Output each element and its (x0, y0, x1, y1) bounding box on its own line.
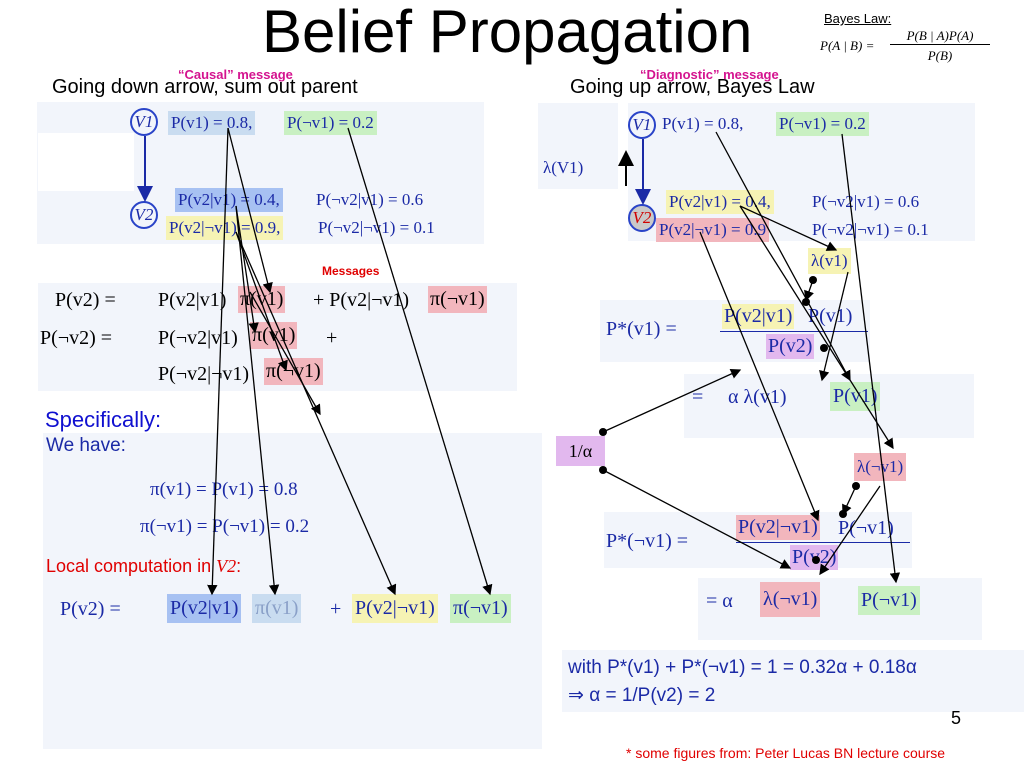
slide-title: Belief Propagation (262, 0, 753, 65)
final-term-b: π(v1) (252, 594, 302, 623)
right-lambda-panel (538, 103, 618, 189)
frac2-bar (736, 542, 910, 543)
local-colon: : (236, 556, 242, 576)
eq1-term-a: P(v2|v1) (158, 289, 227, 311)
lambda-v1-message: λ(v1) (808, 248, 851, 274)
pi-v1-equation: π(v1) = P(v1) = 0.8 (150, 479, 298, 500)
left-p-not-v2-given-not-v1: P(¬v2|¬v1) = 0.1 (318, 218, 435, 237)
alpha1-prefix: = (692, 386, 704, 408)
right-p-not-v1: P(¬v1) = 0.2 (776, 112, 869, 136)
pi-not-v1-equation: π(¬v1) = P(¬v1) = 0.2 (140, 516, 310, 537)
alpha2-prefix: = α (706, 590, 733, 612)
eq1-lhs: P(v2) = (55, 289, 116, 311)
bayes-denominator: P(B) (927, 48, 953, 63)
right-node-v1: V1 (628, 111, 656, 139)
page-number: 5 (951, 708, 962, 728)
pstar-not-v1-lhs: P*(¬v1) = (606, 530, 689, 552)
we-have-label: We have: (46, 435, 126, 456)
node-v1: V1 (130, 108, 158, 136)
graph-edges (137, 136, 651, 205)
final-term-a: P(v2|v1) (167, 594, 242, 623)
implies-line: ⇒ α = 1/P(v2) = 2 (568, 685, 716, 706)
eq2-plus: + (326, 327, 338, 349)
footnote: * some figures from: Peter Lucas BN lect… (626, 745, 946, 761)
pstar-v1-lhs: P*(v1) = (606, 318, 677, 340)
local-computation-label: Local computation in V2: (46, 556, 241, 577)
specifically-label: Specifically: (45, 407, 162, 432)
right-p-not-v2-given-v1: P(¬v2|v1) = 0.6 (812, 192, 920, 211)
local-computation-text: Local computation in (46, 556, 212, 576)
messages-label: Messages (322, 264, 380, 278)
alpha1-panel (684, 374, 974, 438)
left-flow-arrows (207, 127, 493, 596)
right-node-v2-observed: V2 (628, 204, 656, 232)
eq1-message-not-v1: π(¬v1) (428, 286, 487, 313)
connection-dots (599, 276, 860, 564)
left-panel-notch (38, 133, 134, 191)
frac1-bar (720, 331, 868, 332)
right-flow-arrows (602, 131, 901, 584)
lambda-not-v1-message: λ(¬v1) (854, 453, 907, 481)
frac2-num-a: P(v2|¬v1) (736, 515, 820, 540)
bayes-law-label: Bayes Law: (824, 11, 892, 26)
lambda-V1-label: λ(V1) (543, 158, 584, 177)
frac2-num-b: P(¬v1) (838, 517, 894, 539)
eq2-term-a: P(¬v2|v1) (158, 327, 238, 349)
with-line: with P*(v1) + P*(¬v1) = 1 = 0.32α + 0.18… (568, 657, 917, 678)
left-heading: Going down arrow, sum out parent (52, 76, 358, 98)
eq2-lhs: P(¬v2) = (40, 327, 113, 349)
left-p-not-v1: P(¬v1) = 0.2 (284, 111, 377, 135)
alpha2-term-a: λ(¬v1) (760, 582, 821, 617)
node-v2: V2 (130, 201, 158, 229)
right-p-v1: P(v1) = 0.8, (662, 114, 744, 133)
left-specific-panel (43, 433, 542, 749)
eq1-term-c: + P(v2|¬v1) (313, 289, 410, 311)
bayes-numerator: P(B | A)P(A) (890, 28, 990, 45)
alpha1-term-a: α λ(v1) (728, 386, 787, 408)
final-term-e: π(¬v1) (450, 594, 511, 623)
final-term-d: P(v2|¬v1) (352, 594, 438, 623)
left-p-v2-given-v1: P(v2|v1) = 0.4, (175, 188, 283, 212)
inverse-alpha-box: 1/α (556, 436, 605, 466)
diagnostic-message-label: “Diagnostic” message (640, 67, 779, 82)
causal-message-label: “Causal” message (178, 67, 293, 82)
right-heading: Going up arrow, Bayes Law (570, 76, 815, 98)
local-node: V2 (216, 556, 237, 576)
bayes-lhs: P(A | B) = (820, 38, 875, 53)
right-p-v2-given-v1: P(v2|v1) = 0.4, (666, 190, 774, 214)
alpha-solution-panel (562, 650, 1024, 712)
final-plus: + (330, 598, 342, 620)
alpha2-term-b: P(¬v1) (858, 586, 920, 615)
frac1-den: P(v2) (766, 334, 815, 359)
alpha2-panel (698, 578, 982, 640)
eq3-term-a: P(¬v2|¬v1) (158, 363, 250, 385)
right-p-not-v2-given-not-v1: P(¬v2|¬v1) = 0.1 (812, 220, 929, 239)
left-p-v1: P(v1) = 0.8, (168, 111, 256, 135)
final-lhs: P(v2) = (60, 598, 121, 620)
